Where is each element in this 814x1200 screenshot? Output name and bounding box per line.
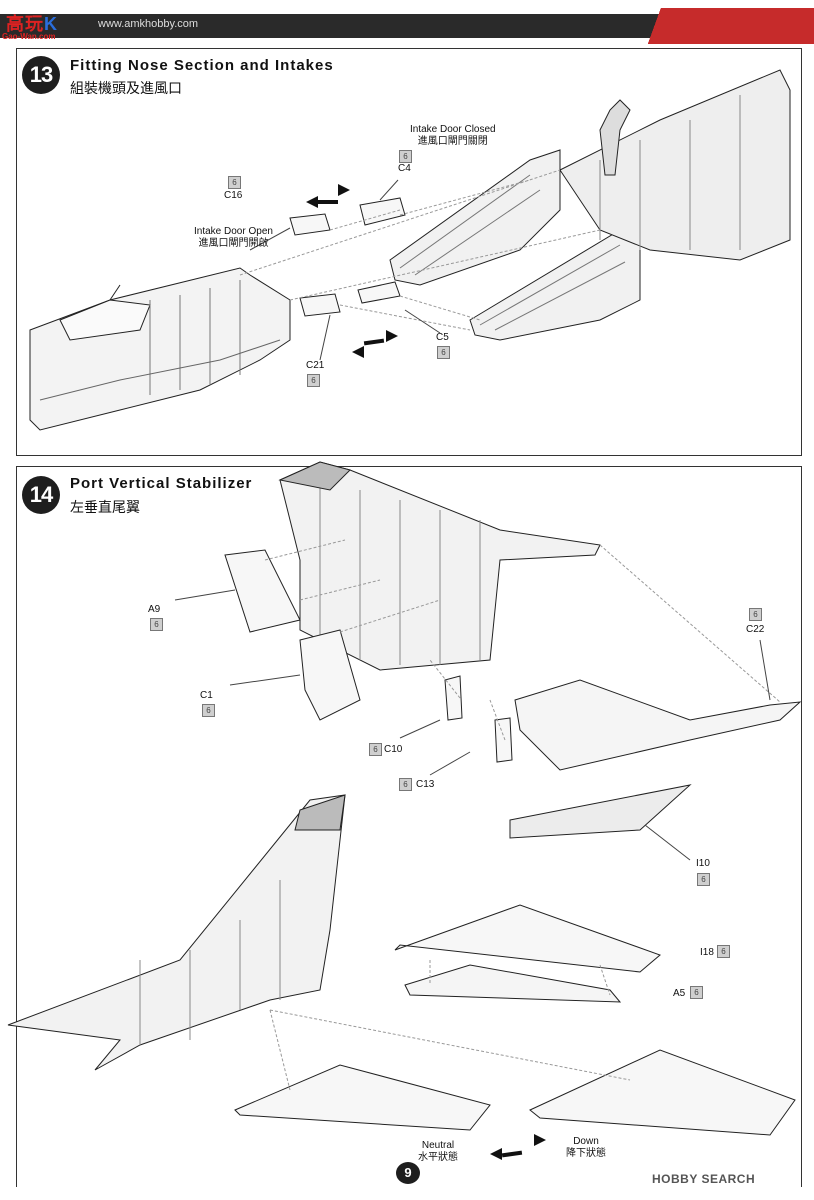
sprue-badge: 6: [399, 150, 412, 163]
label-a5: A5: [673, 988, 686, 999]
watermark: HOBBY SEARCH: [652, 1172, 756, 1186]
part-a5: [404, 964, 622, 1003]
intake-open-en: Intake Door Open: [194, 226, 273, 237]
part-i10: [509, 784, 692, 839]
part-i18: [394, 904, 661, 973]
label-c22: C22: [746, 624, 765, 635]
label-c16: C16: [224, 190, 243, 201]
swap-arrows-bottom: [490, 1134, 546, 1160]
assembled-stabilizer: [7, 794, 346, 1071]
rudder-c22: [514, 679, 802, 771]
step-14-panel: [16, 466, 802, 1187]
label-a9: A9: [148, 604, 161, 615]
flap-down: [529, 1049, 796, 1136]
rear-fuselage: [559, 69, 791, 261]
nose-probe: [109, 284, 121, 301]
label-i10: I10: [696, 858, 710, 869]
sprue-badge: 6: [202, 704, 215, 717]
step-13-number: 13: [22, 56, 60, 94]
part-c13: [494, 717, 513, 763]
sprue-badge: 6: [399, 778, 412, 791]
page-number: 9: [396, 1162, 420, 1184]
label-c1: C1: [200, 690, 213, 701]
step-14-number: 14: [22, 476, 60, 514]
step-14-title-zh: 左垂直尾翼: [70, 500, 140, 516]
label-c13: C13: [416, 779, 435, 790]
label-intake-closed: Intake Door Closed 進風口閘門關閉: [410, 124, 496, 148]
intake-closed-en: Intake Door Closed: [410, 124, 496, 135]
sprue-badge: 6: [228, 176, 241, 189]
label-i18: I18: [700, 947, 714, 958]
header-accent: [614, 8, 814, 44]
down-zh: 降下狀態: [566, 1148, 606, 1159]
logo-subtext: Gao-Wan.com: [2, 32, 56, 41]
sprue-badge: 6: [749, 608, 762, 621]
logo-text: 高玩: [6, 14, 44, 34]
brand-url: www.amkhobby.com: [98, 18, 199, 30]
neutral-zh: 水平狀態: [418, 1152, 458, 1163]
sprue-badge: 6: [150, 618, 163, 631]
sprue-badge: 6: [369, 743, 382, 756]
swap-arrows-upper: [306, 184, 350, 208]
part-a9: [224, 549, 301, 633]
neutral-en: Neutral: [421, 1140, 455, 1151]
assembled-fin-tip: [294, 794, 346, 831]
down-en: Down: [573, 1136, 599, 1147]
intake-closed-zh: 進風口閘門關閉: [417, 136, 488, 147]
sprue-badge: 6: [697, 873, 710, 886]
label-c5: C5: [436, 332, 449, 343]
canopy: [59, 299, 151, 341]
label-c4: C4: [398, 163, 411, 174]
stabilizer-tip: [278, 461, 351, 491]
logo-k: K: [44, 14, 58, 34]
sprue-badge: 6: [307, 374, 320, 387]
ejection-seat: [599, 99, 631, 176]
label-down: Down 降下狀態: [566, 1136, 606, 1160]
step-13-title: Fitting Nose Section and Intakes: [70, 57, 334, 74]
swap-arrows-lower: [352, 330, 398, 358]
label-c21: C21: [306, 360, 325, 371]
part-c10: [444, 675, 463, 721]
sprue-badge: 6: [437, 346, 450, 359]
flap-neutral: [234, 1064, 491, 1131]
page-header: 高玩K Gao-Wan.com www.amkhobby.com: [0, 0, 814, 44]
intake-open-zh: 進風口閘門開啟: [198, 238, 269, 249]
step-14-title: Port Vertical Stabilizer: [70, 475, 253, 492]
sprue-badge: 6: [717, 945, 730, 958]
sprue-badge: 6: [690, 986, 703, 999]
step-13-panel: [16, 48, 802, 456]
part-c21: [299, 293, 341, 317]
step-13-title-zh: 組裝機頭及進風口: [70, 81, 182, 97]
site-logo: 高玩K: [6, 10, 58, 36]
label-neutral: Neutral 水平狀態: [418, 1140, 458, 1164]
label-intake-open: Intake Door Open 進風口閘門開啟: [194, 226, 273, 250]
label-c10: C10: [384, 744, 403, 755]
part-c1: [299, 629, 361, 721]
